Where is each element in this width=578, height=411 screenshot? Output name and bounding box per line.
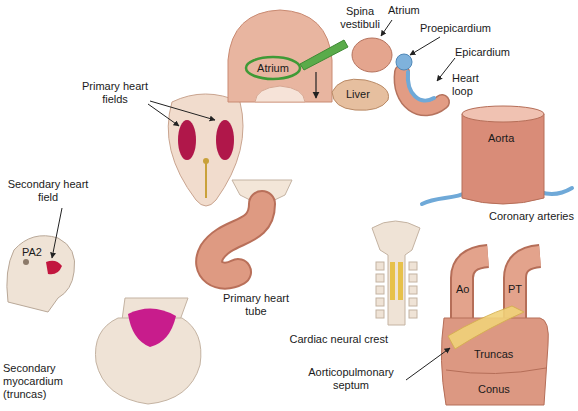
leader-line bbox=[406, 348, 450, 380]
part-label: PA2 bbox=[22, 246, 42, 259]
heart-loop bbox=[402, 72, 442, 108]
heart-loop-outline bbox=[402, 72, 442, 108]
part-label: Secondary myocardium (truncas) bbox=[3, 362, 91, 401]
atrium-outline: Atrium bbox=[244, 55, 302, 81]
neural-tube bbox=[372, 221, 420, 325]
aorta-shape bbox=[462, 114, 544, 204]
somite bbox=[409, 262, 417, 270]
eye bbox=[23, 259, 29, 265]
neural-crest-band bbox=[390, 262, 395, 300]
heart-field bbox=[216, 120, 234, 160]
node-dot bbox=[203, 158, 209, 164]
part-label: Aorticopulmonary septum bbox=[298, 366, 404, 392]
part-label: Heart loop bbox=[452, 72, 486, 98]
cavity bbox=[255, 86, 305, 102]
somite bbox=[409, 298, 417, 306]
part-label: Conus bbox=[478, 383, 510, 396]
part-label: Atrium bbox=[388, 4, 420, 17]
green-outline bbox=[246, 57, 300, 79]
secondary-myocardium bbox=[128, 308, 176, 347]
liver-shape bbox=[332, 79, 389, 110]
part-label: Proepicardium bbox=[420, 22, 491, 35]
second-arch bbox=[46, 261, 62, 275]
part-label: Coronary arteries bbox=[474, 210, 574, 223]
leader-line bbox=[148, 104, 179, 126]
part-label: Primary heart fields bbox=[70, 80, 160, 106]
heart-tube-outline bbox=[209, 204, 262, 276]
somite bbox=[409, 274, 417, 282]
somite bbox=[409, 310, 417, 318]
leader-line bbox=[381, 20, 392, 36]
spina-vestibuli bbox=[300, 40, 348, 70]
truncus-conus-border bbox=[446, 368, 546, 374]
coronary-artery bbox=[422, 192, 468, 204]
direction-arrow bbox=[315, 72, 316, 98]
somite bbox=[409, 286, 417, 294]
somite bbox=[376, 310, 384, 318]
somite bbox=[376, 274, 384, 282]
part-label: PT bbox=[508, 283, 522, 296]
part-label: Ao bbox=[456, 283, 469, 296]
somite bbox=[376, 298, 384, 306]
part-label: Spina vestibuli bbox=[330, 5, 390, 31]
part-label: Aorta bbox=[488, 132, 514, 145]
embryo-head bbox=[7, 236, 75, 312]
part-label: Truncas bbox=[474, 348, 513, 361]
proepicardium bbox=[396, 54, 412, 70]
leader-line bbox=[52, 208, 62, 258]
node-label: Atrium bbox=[257, 62, 289, 75]
somite bbox=[376, 262, 384, 270]
part-label: Epicardium bbox=[455, 46, 510, 59]
leader-line bbox=[410, 37, 440, 55]
coronary-artery bbox=[540, 188, 572, 194]
epicardium bbox=[408, 72, 434, 100]
part-label: Secondary heart field bbox=[3, 178, 93, 204]
part-label: Primary heart tube bbox=[216, 292, 296, 318]
heart-field bbox=[178, 120, 196, 160]
atrium-shape bbox=[352, 38, 392, 72]
somite bbox=[376, 286, 384, 294]
leader-line bbox=[150, 101, 215, 120]
neural-crest-band bbox=[398, 262, 403, 300]
part-label: Liver bbox=[346, 88, 370, 101]
aorticopulmonary-septum bbox=[448, 306, 524, 349]
primitive-streak bbox=[205, 162, 207, 198]
heart-tube bbox=[209, 204, 262, 276]
embryo-disc bbox=[168, 94, 243, 206]
part-label: Cardiac neural crest bbox=[268, 333, 388, 346]
aorta-lumen bbox=[462, 106, 544, 122]
